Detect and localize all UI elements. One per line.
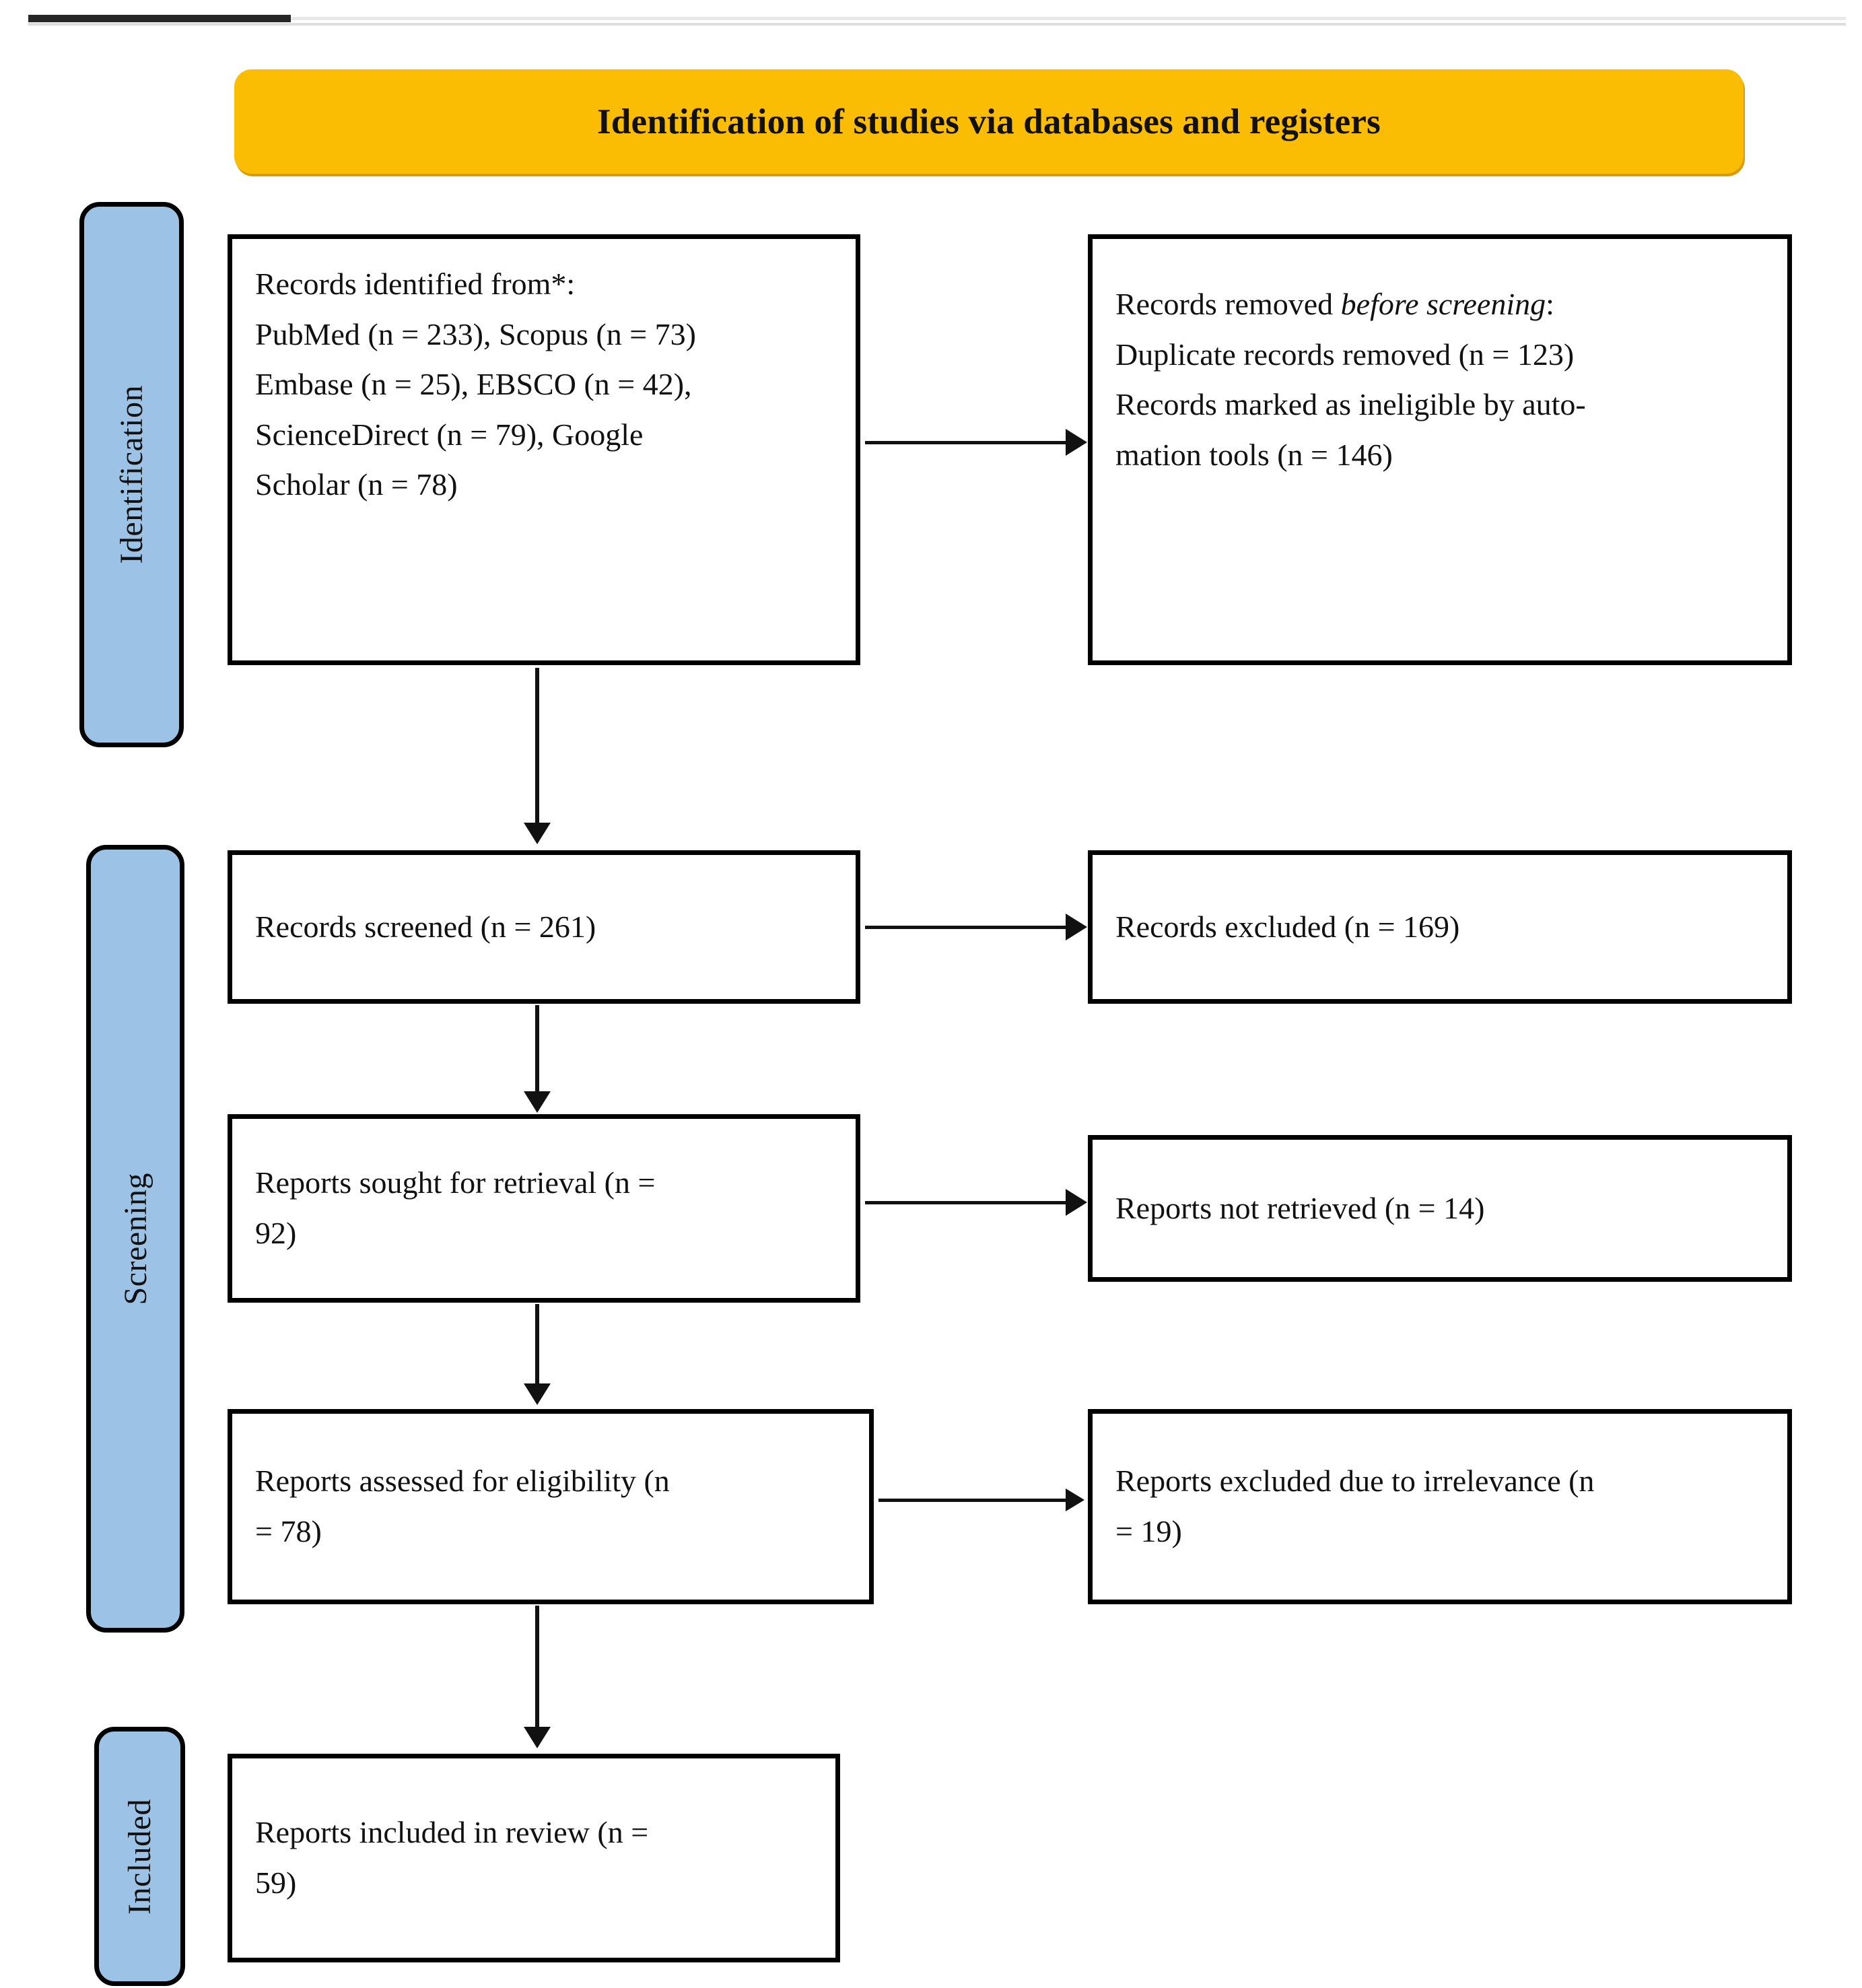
connector-identified-to-screened [535, 668, 539, 824]
stage-label-included-text: Included [122, 1798, 158, 1915]
records-removed-line-4: mation tools (n = 146) [1115, 437, 1393, 472]
connector-screened-to-excluded [865, 926, 1067, 929]
arrow-sought-to-not-retrieved [1066, 1189, 1087, 1216]
arrow-screened-to-sought [524, 1091, 551, 1113]
records-identified-line-5: Scholar (n = 78) [255, 467, 458, 502]
arrow-assessed-to-irrelevance [1066, 1488, 1084, 1511]
connector-identified-to-removed [865, 441, 1067, 444]
records-removed-line-2: Duplicate records removed (n = 123) [1115, 337, 1575, 372]
records-identified-line-3: Embase (n = 25), EBSCO (n = 42), [255, 367, 692, 402]
arrow-assessed-to-included [524, 1727, 551, 1748]
reports-excluded-irrelevance-text: Reports excluded due to irrelevance (n =… [1115, 1464, 1595, 1548]
stage-label-screening-text: Screening [117, 1172, 153, 1305]
top-rule-light [291, 17, 1846, 20]
arrow-sought-to-assessed [524, 1383, 551, 1405]
box-records-excluded: Records excluded (n = 169) [1088, 850, 1792, 1004]
arrow-screened-to-excluded [1066, 914, 1087, 940]
reports-assessed-text: Reports assessed for eligibility (n = 78… [255, 1464, 670, 1548]
box-records-identified: Records identified from*: PubMed (n = 23… [228, 234, 860, 665]
box-reports-assessed: Reports assessed for eligibility (n = 78… [228, 1409, 874, 1604]
records-identified-line-2: PubMed (n = 233), Scopus (n = 73) [255, 316, 696, 351]
reports-included-text: Reports included in review (n = 59) [255, 1815, 649, 1900]
stage-label-identification-text: Identification [114, 385, 149, 564]
stage-label-identification: Identification [79, 202, 184, 747]
connector-assessed-to-included [535, 1606, 539, 1728]
connector-screened-to-sought [535, 1005, 539, 1093]
box-reports-sought: Reports sought for retrieval (n = 92) [228, 1114, 860, 1303]
identification-banner: Identification of studies via databases … [234, 69, 1744, 174]
stage-label-screening: Screening [86, 845, 184, 1633]
box-reports-included: Reports included in review (n = 59) [228, 1754, 840, 1962]
stage-label-included: Included [94, 1727, 185, 1986]
records-removed-heading-prefix: Records removed [1115, 287, 1341, 321]
box-reports-excluded-irrelevance: Reports excluded due to irrelevance (n =… [1088, 1409, 1792, 1604]
box-records-screened: Records screened (n = 261) [228, 850, 860, 1004]
connector-assessed-to-irrelevance [878, 1499, 1067, 1502]
records-excluded-text: Records excluded (n = 169) [1115, 909, 1460, 944]
reports-sought-text: Reports sought for retrieval (n = 92) [255, 1165, 656, 1250]
records-removed-heading-suffix: : [1546, 287, 1554, 321]
arrow-identified-to-screened [524, 823, 551, 844]
connector-sought-to-not-retrieved [865, 1201, 1067, 1204]
records-removed-heading: Records removed before screening: [1115, 279, 1764, 330]
connector-sought-to-assessed [535, 1304, 539, 1385]
records-screened-text: Records screened (n = 261) [255, 909, 596, 944]
banner-title: Identification of studies via databases … [597, 102, 1381, 141]
top-rule-dark [28, 15, 291, 22]
records-removed-heading-italic: before screening [1340, 287, 1546, 321]
arrow-identified-to-removed [1066, 429, 1087, 456]
top-rule-light-secondary [28, 23, 1846, 26]
records-identified-line-4: ScienceDirect (n = 79), Google [255, 417, 644, 452]
box-reports-not-retrieved: Reports not retrieved (n = 14) [1088, 1135, 1792, 1282]
records-identified-line-1: Records identified from*: [255, 267, 576, 301]
records-removed-line-3: Records marked as ineligible by auto- [1115, 387, 1586, 422]
reports-not-retrieved-text: Reports not retrieved (n = 14) [1115, 1190, 1485, 1225]
box-records-removed: Records removed before screening: Duplic… [1088, 234, 1792, 665]
